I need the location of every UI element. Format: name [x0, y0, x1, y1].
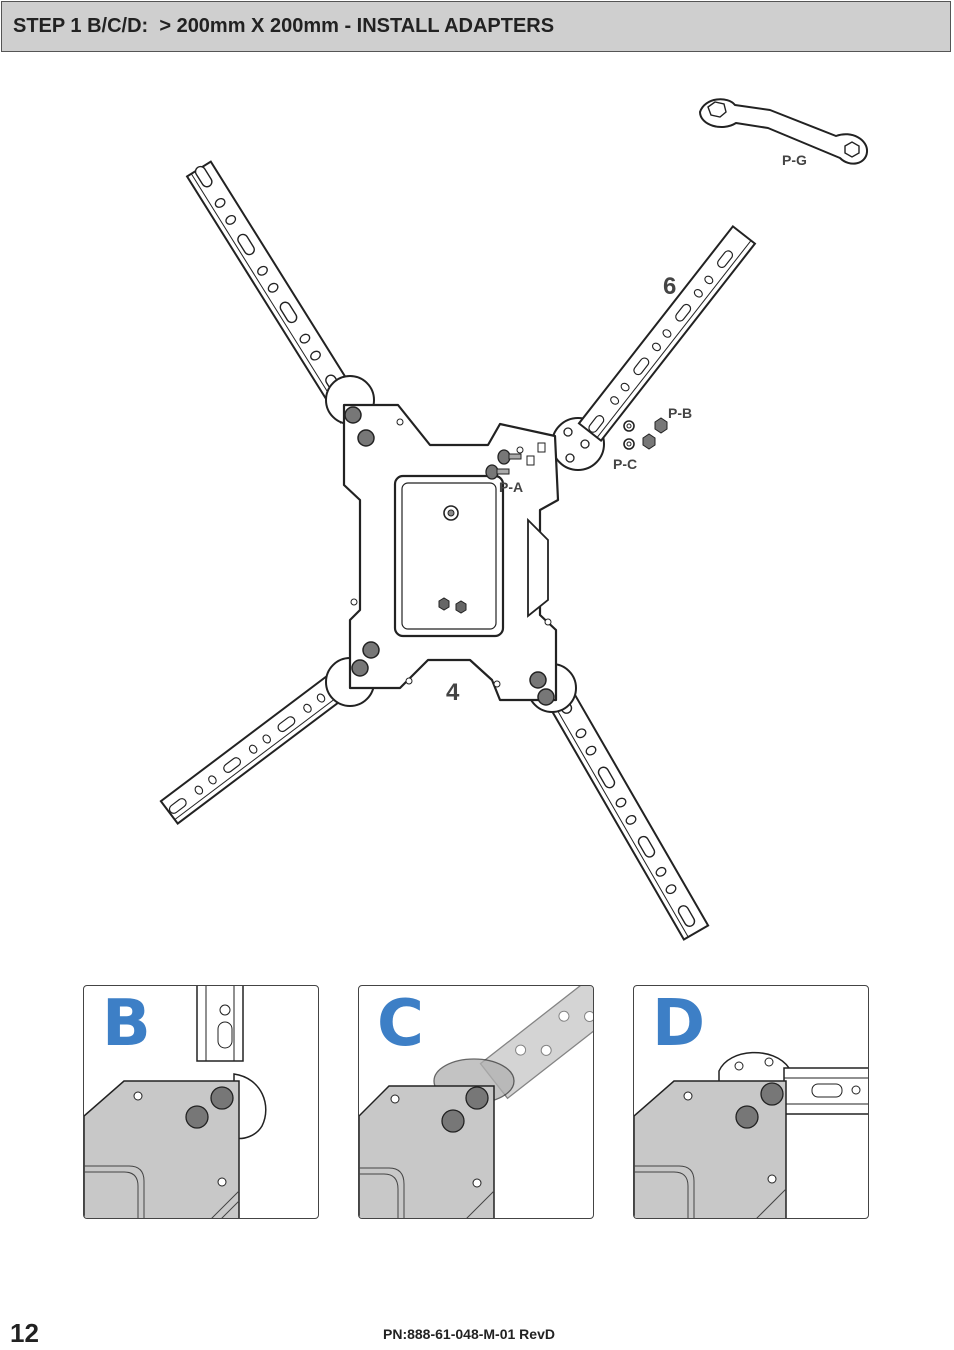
label-p-b: P-B	[668, 405, 692, 421]
assembly-diagram: P-A P-B P-C P-G 6 4	[159, 98, 868, 941]
detail-letter-b: B	[102, 987, 151, 1061]
detail-letter-d: D	[652, 987, 706, 1061]
label-p-a: P-A	[499, 479, 523, 495]
detail-panel-d: D	[633, 985, 869, 1219]
adapter-arm-6	[551, 224, 757, 471]
detail-letter-c: C	[377, 987, 424, 1061]
wall-plate-4	[342, 403, 560, 706]
label-part-6: 6	[663, 273, 676, 300]
washer-p-c	[623, 420, 635, 450]
step-title: STEP 1 B/C/D: > 200mm X 200mm - INSTALL …	[13, 15, 555, 37]
detail-panel-c: C	[358, 985, 594, 1219]
part-number: PN:888-61-048-M-01 RevD	[383, 1326, 555, 1342]
label-p-g: P-G	[782, 152, 807, 168]
nut-p-b	[642, 417, 668, 450]
page-number: 12	[10, 1318, 39, 1348]
step-header: STEP 1 B/C/D: > 200mm X 200mm - INSTALL …	[1, 1, 951, 52]
detail-panel-b: B	[83, 985, 319, 1219]
bolt-p-a	[485, 449, 522, 480]
label-part-4: 4	[446, 679, 460, 706]
label-p-c: P-C	[613, 456, 637, 472]
wrench-p-g	[699, 98, 868, 165]
